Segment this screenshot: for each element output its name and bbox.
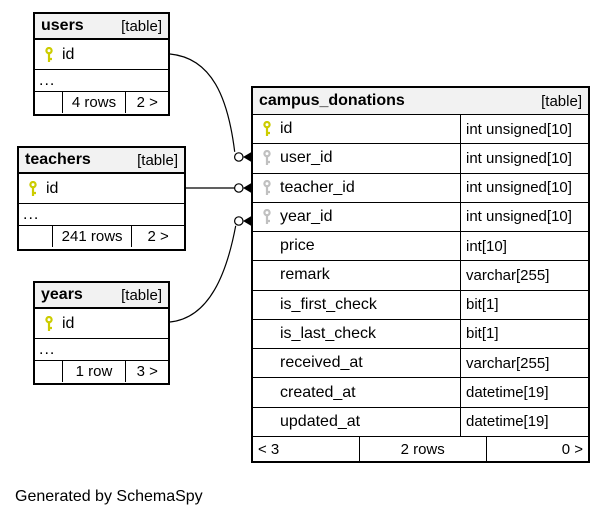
table-tag: [table] [541,92,582,110]
table-node-users[interactable]: users [table] id ... 4 rows 2 > [33,12,170,116]
column-type: int[10] [466,237,507,255]
row-count: 241 rows [52,226,131,247]
connector-years-to-year-id [169,216,251,323]
primary-key-icon [263,121,271,137]
parents-count: < 3 [258,440,280,458]
column-name: id [62,45,75,63]
column-row-received-at[interactable]: received_at varchar[255] [253,348,588,378]
column-type: int unsigned[10] [466,179,572,197]
column-name: created_at [280,383,356,401]
column-row-id[interactable]: id int unsigned[10] [253,115,588,144]
column-name: id [280,120,293,138]
column-type: int unsigned[10] [466,208,572,226]
column-type: int unsigned[10] [466,149,572,167]
table-footer: 4 rows 2 > [35,91,168,113]
column-row-users-id[interactable]: id [35,39,168,69]
table-name: users [41,17,84,34]
table-name: years [41,286,83,303]
column-name: is_last_check [280,324,377,342]
table-node-campus-donations[interactable]: campus_donations [table] id int unsigned… [251,86,590,463]
connector-teachers-to-teacher-id [186,183,251,193]
foreign-key-icon [263,150,271,166]
column-row-remark[interactable]: remark varchar[255] [253,260,588,290]
column-name: remark [280,266,330,284]
table-name: teachers [25,151,91,168]
collapsed-columns-indicator: ... [19,203,184,225]
column-name: year_id [280,207,333,225]
column-row-updated-at[interactable]: updated_at datetime[19] [253,406,588,436]
column-row-teacher-id[interactable]: teacher_id int unsigned[10] [253,172,588,202]
table-header[interactable]: years [table] [35,283,168,308]
children-count: 0 > [485,437,588,461]
column-name: user_id [280,149,333,167]
footer-spacer [35,361,62,382]
primary-key-icon [45,315,53,331]
footer-spacer [35,92,62,113]
column-name: received_at [280,354,363,372]
table-tag: [table] [137,151,178,169]
column-row-user-id[interactable]: user_id int unsigned[10] [253,143,588,173]
connector-users-to-user-id [169,53,251,162]
column-row-year-id[interactable]: year_id int unsigned[10] [253,201,588,232]
table-header[interactable]: users [table] [35,14,168,39]
column-type: int unsigned[10] [466,120,572,138]
table-header[interactable]: teachers [table] [19,148,184,173]
column-row-price[interactable]: price int[10] [253,231,588,261]
table-name: campus_donations [259,92,405,109]
column-row-created-at[interactable]: created_at datetime[19] [253,377,588,407]
table-tag: [table] [121,286,162,304]
column-name: teacher_id [280,178,355,196]
table-footer: 1 row 3 > [35,360,168,382]
children-count: 2 > [125,92,168,113]
table-node-teachers[interactable]: teachers [table] id ... 241 rows 2 > [17,146,186,251]
primary-key-icon [45,46,53,62]
column-name: updated_at [280,412,361,430]
row-count: 1 row [61,361,126,382]
table-node-years[interactable]: years [table] id ... 1 row 3 > [33,281,170,385]
generated-by-note: Generated by SchemaSpy [15,488,203,505]
column-type: bit[1] [466,296,499,314]
row-count: 4 rows [61,92,126,113]
column-row-teachers-id[interactable]: id [19,173,184,203]
table-header[interactable]: campus_donations [table] [253,88,588,115]
table-footer: 241 rows 2 > [19,225,184,247]
column-type: datetime[19] [466,384,549,402]
column-name: id [46,179,59,197]
column-name: is_first_check [280,295,377,313]
column-name: price [280,237,315,255]
footer-spacer [19,226,52,247]
foreign-key-icon [263,208,271,224]
column-row-is-first-check[interactable]: is_first_check bit[1] [253,289,588,319]
table-footer: < 3 2 rows 0 > [253,436,588,461]
children-count: 3 > [125,361,168,382]
column-type: varchar[255] [466,266,550,284]
foreign-key-icon [263,179,271,195]
primary-key-icon [29,180,37,196]
collapsed-columns-indicator: ... [35,338,168,360]
column-type: varchar[255] [466,354,550,372]
row-count: 2 rows [358,437,486,461]
collapsed-columns-indicator: ... [35,69,168,91]
children-count: 2 > [131,226,184,247]
column-type: datetime[19] [466,413,549,431]
column-type: bit[1] [466,325,499,343]
column-name: id [62,314,75,332]
column-row-is-last-check[interactable]: is_last_check bit[1] [253,318,588,349]
column-row-years-id[interactable]: id [35,308,168,338]
table-tag: [table] [121,17,162,35]
column-list: id int unsigned[10] user_id int unsigned… [253,115,588,436]
